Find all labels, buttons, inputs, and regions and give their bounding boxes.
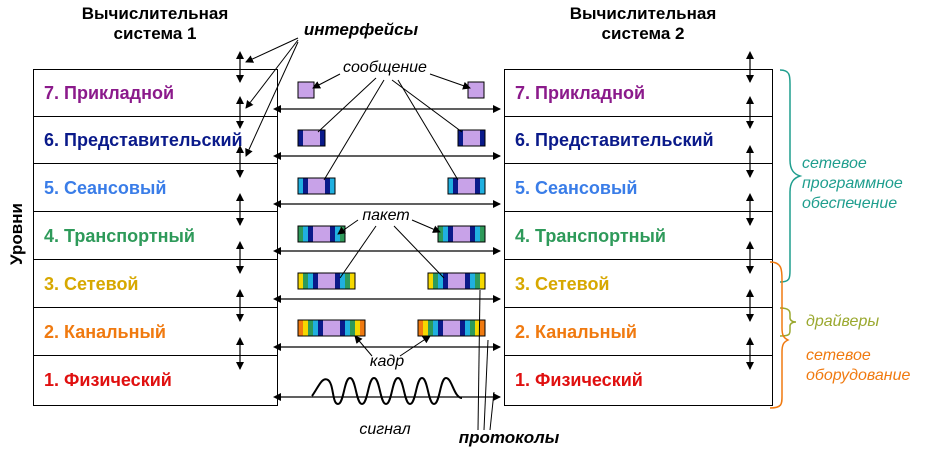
protocol-arrows [273,105,501,401]
drivers-bracket [779,307,797,337]
right-layer-4: 4. Транспортный [505,213,772,260]
pdu-layer2-left [297,319,366,337]
right-layer-stack: 7. Прикладной 6. Представительский 5. Се… [504,69,773,406]
left-layer-2: 2. Канальный [34,309,277,356]
pdu-layer6-right [457,129,486,147]
left-system-title-line2: система 1 [113,24,197,43]
software-group-line2: программное [802,175,903,192]
pdu-layer5-left [297,177,336,195]
software-group-line1: сетевое [802,155,867,172]
hardware-group-line2: оборудование [806,367,911,384]
left-layer-3: 3. Сетевой [34,261,277,308]
right-system-title-line2: система 2 [601,24,685,43]
signal-label: сигнал [359,421,411,438]
right-layer-3: 3. Сетевой [505,261,772,308]
right-layer-7: 7. Прикладной [505,70,772,117]
left-layer-5: 5. Сеансовый [34,165,277,212]
right-layer-6: 6. Представительский [505,117,772,164]
right-layer-2: 2. Канальный [505,309,772,356]
pdu-layer4-left [297,225,346,243]
pdu-layer3-right [427,272,486,290]
drivers-group-label: драйверы [806,313,880,330]
right-system-title: Вычислительная система 2 [538,4,748,44]
interface-arrows [236,51,754,370]
pdu-layer3-left [297,272,356,290]
left-layer-6: 6. Представительский [34,117,277,164]
software-group-label: сетевое программное обеспечение [802,154,942,214]
pdu-layer4-right [437,225,486,243]
message-block-right [467,81,485,99]
interface-pointers [245,37,299,157]
hardware-group-line1: сетевое [806,347,871,364]
pdu-layer2-right [417,319,486,337]
frame-label: кадр [369,353,405,370]
right-layer-5: 5. Сеансовый [505,165,772,212]
message-label: сообщение [343,59,427,76]
software-group-line3: обеспечение [802,195,898,212]
signal-waveform [311,376,463,406]
software-bracket [779,69,803,283]
packet-label: пакет [362,207,410,224]
left-system-title-line1: Вычислительная [81,4,229,23]
message-block-left [297,81,315,99]
label-pointers [312,73,495,431]
hardware-bracket [769,261,790,409]
pdu-layer6-left [297,129,326,147]
hardware-group-label: сетевое оборудование [806,346,942,386]
left-system-title: Вычислительная система 1 [55,4,255,44]
protocols-label: протоколы [458,428,560,447]
right-system-title-line1: Вычислительная [569,4,717,23]
interfaces-label: интерфейсы [303,20,419,39]
left-layer-7: 7. Прикладной [34,70,277,117]
left-layer-1: 1. Физический [44,370,172,390]
pdu-layer5-right [447,177,486,195]
left-layer-4: 4. Транспортный [34,213,277,260]
right-layer-1: 1. Физический [515,370,643,390]
